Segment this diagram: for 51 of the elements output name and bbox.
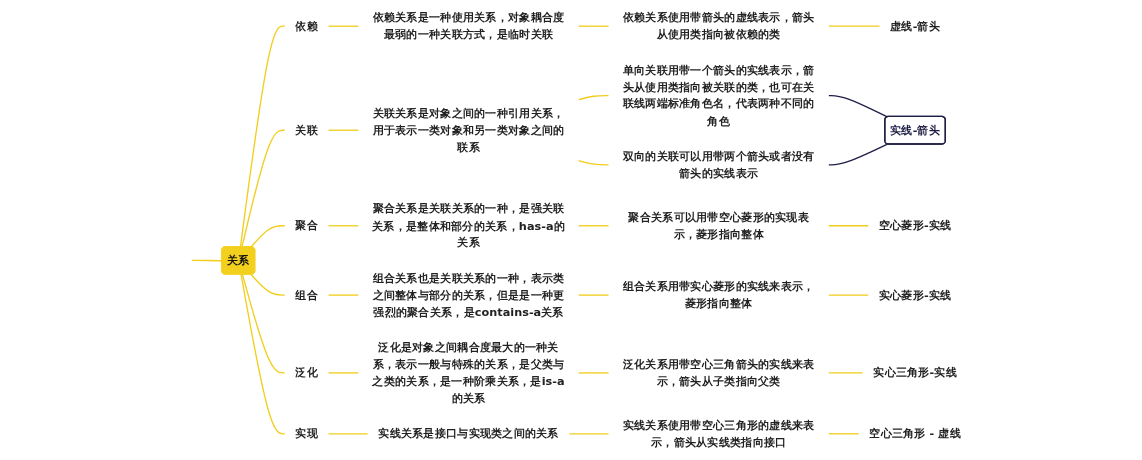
- connector: [241, 129, 286, 248]
- node-text: 组合关系也是关联关系的一种，表示类之间整体与部分的关系，但是是一种更强烈的聚合关系，是contains-a关系: [372, 271, 565, 319]
- connector: [327, 433, 369, 435]
- connector: [327, 372, 360, 374]
- connector: [240, 273, 286, 435]
- connector: [568, 433, 610, 435]
- connector: [250, 273, 286, 296]
- connector: [578, 94, 610, 101]
- node-text: 关联: [295, 123, 318, 137]
- node-text: 虚线-箭头: [890, 19, 940, 33]
- connector: [327, 129, 360, 131]
- node-text: 泛化: [295, 365, 318, 380]
- node-text: 泛化是对象之间耦合度最大的一种关系，表示一般与特殊的关系，是父类与之类的关系，是一种阶乘关系，是is-a的关系: [372, 340, 565, 405]
- connector: [828, 294, 869, 296]
- node-text: 泛化关系用带空心三角箭头的实线来表示，箭头从子类指向父类: [622, 357, 815, 388]
- node-text: 实线关系是接口与实现类之间的关系: [378, 426, 559, 440]
- connector: [578, 160, 610, 166]
- node-text: 聚合关系可以用带空心菱形的实现表示，菱形指向整体: [628, 210, 809, 241]
- connector: [250, 225, 286, 248]
- node-text: 组合: [295, 287, 318, 302]
- node-text: 实线关系使用带空心三角形的虚线来表示，箭头从实线类指向接口: [622, 418, 815, 449]
- node-text: 依赖关系是一种使用关系，对象耦合度最弱的一种关联方式，是临时关联: [372, 10, 565, 41]
- connector: [828, 372, 864, 374]
- connector: [578, 372, 610, 374]
- node-text: 实心菱形-实线: [878, 287, 952, 302]
- node-text: 组合关系用带实心菱形的实线来表示，菱形指向整体: [622, 279, 815, 310]
- connector: [327, 25, 360, 27]
- connector: [828, 225, 869, 227]
- connector: [327, 225, 360, 227]
- node-text: 关联关系是对象之间的一种引用关系，用于表示一类对象和另一类对象之间的联系: [372, 106, 565, 154]
- node-text: 空心菱形-实线: [878, 218, 952, 232]
- connector: [828, 25, 881, 27]
- node-text: 单向关联用带一个箭头的实线表示，箭头从使用类指向被关联的类，也可在关联线两端标准角色名，代表两种不同的角色: [622, 63, 815, 128]
- connector: [191, 259, 223, 262]
- node-text: 聚合关系是关联关系的一种，是强关联关系，是整体和部分的关系，has-a的关系: [372, 201, 565, 249]
- node-text: 实现: [295, 426, 318, 440]
- connector: [578, 25, 610, 27]
- node-text: 实心三角形-实线: [873, 365, 957, 380]
- node-text: 双向的关联可以用带两个箭头或者没有箭头的实线表示: [622, 149, 815, 180]
- connector: [578, 225, 610, 227]
- node-text: 依赖关系使用带箭头的虚线表示，箭头从使用类指向被依赖的类: [622, 10, 815, 41]
- node-text: 依赖: [295, 19, 318, 33]
- node-text: 聚合: [295, 218, 318, 232]
- connector: [828, 94, 889, 118]
- connector: [828, 433, 860, 435]
- connector: [578, 294, 610, 296]
- connector: [241, 273, 286, 374]
- connector: [239, 25, 286, 248]
- node-text: 空心三角形 - 虚线: [869, 426, 961, 440]
- connector: [828, 143, 889, 166]
- connector: [327, 294, 360, 296]
